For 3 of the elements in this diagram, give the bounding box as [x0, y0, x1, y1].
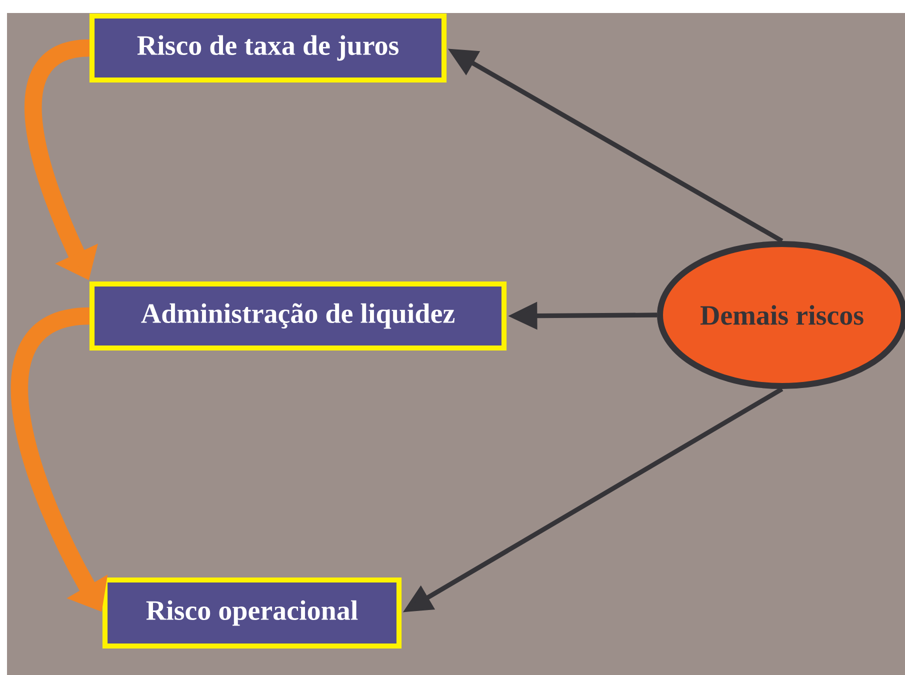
- label-box: Risco operacional: [102, 577, 402, 649]
- label-box: Administração de liquidez: [89, 281, 507, 351]
- label-box: Risco de taxa de juros: [89, 13, 447, 83]
